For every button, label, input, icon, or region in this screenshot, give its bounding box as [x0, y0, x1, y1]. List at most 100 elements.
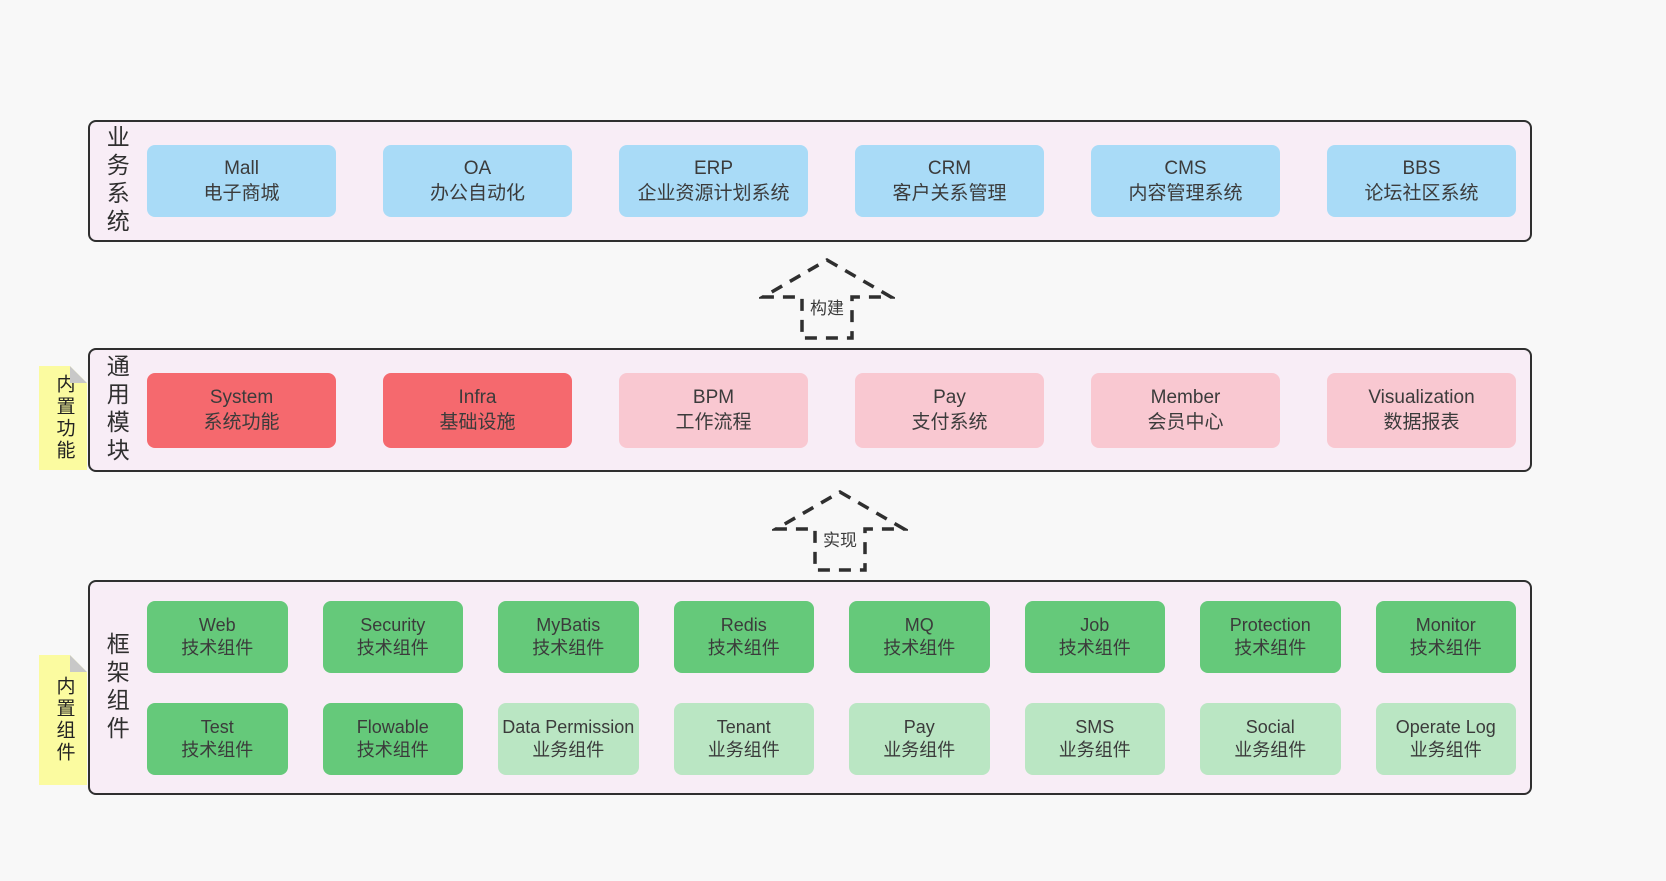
arrow-implement: 实现 [772, 489, 908, 573]
sticky-note-text: 内置功能 [53, 374, 75, 462]
box-title: Tenant [716, 717, 771, 737]
box-title: Test [200, 717, 234, 737]
box-subtitle: 技术组件 [1409, 637, 1482, 658]
module-box-oa: OA 办公自动化 [383, 145, 572, 217]
arrow-implement-label: 实现 [823, 531, 857, 550]
box-title: OA [463, 157, 492, 179]
box-subtitle: 企业资源计划系统 [637, 183, 790, 204]
box-subtitle: 技术组件 [181, 637, 254, 658]
box-title: Protection [1229, 615, 1311, 635]
box-title: Pay [933, 386, 966, 408]
sticky-note-text: 内置组件 [53, 676, 75, 764]
module-box-crm: CRM 客户关系管理 [855, 145, 1044, 217]
box-subtitle: 业务组件 [707, 739, 780, 760]
up-arrow-shape [759, 257, 895, 340]
box-subtitle: 技术组件 [1234, 637, 1307, 658]
box-subtitle: 业务组件 [1409, 739, 1482, 760]
folded-corner-icon [70, 655, 87, 672]
up-arrow-icon: 实现 [772, 489, 908, 572]
box-subtitle: 业务组件 [883, 739, 956, 760]
module-box-system: System 系统功能 [147, 372, 336, 448]
box-title: Security [360, 615, 426, 635]
box-subtitle: 内容管理系统 [1128, 183, 1243, 204]
box-subtitle: 技术组件 [707, 637, 780, 658]
box-subtitle: 论坛社区系统 [1364, 183, 1479, 204]
box-title: Social [1245, 717, 1295, 737]
module-box-pay: Pay 支付系统 [855, 372, 1044, 448]
box-title: Pay [903, 717, 935, 737]
module-box-mall: Mall 电子商城 [147, 145, 336, 217]
box-subtitle: 工作流程 [675, 412, 752, 433]
box-title: CRM [927, 157, 972, 179]
box-subtitle: 技术组件 [356, 637, 429, 658]
box-subtitle: 业务组件 [532, 739, 605, 760]
sticky-note-builtin-components: 内置组件 [39, 655, 87, 785]
box-title: Web [198, 615, 236, 635]
common-modules-boxes: System 系统功能 Infra 基础设施 BPM 工作流程 Pay 支付系统 Member 会… [147, 350, 1516, 470]
box-title: Monitor [1415, 615, 1476, 635]
box-subtitle: 电子商城 [203, 183, 280, 204]
box-subtitle: 办公自动化 [429, 183, 525, 204]
box-title: Mall [224, 157, 259, 179]
box-title: Data Permission [502, 717, 635, 737]
box-title: Member [1150, 386, 1221, 408]
box-title: System [209, 386, 274, 408]
box-subtitle: 技术组件 [532, 637, 605, 658]
layer-label-framework-components: 框架组件 [103, 631, 130, 744]
box-subtitle: 支付系统 [911, 412, 988, 433]
box-title: ERP [693, 157, 734, 179]
box-subtitle: 技术组件 [1058, 637, 1131, 658]
box-title: MyBatis [536, 615, 601, 635]
box-row: System 系统功能 Infra 基础设施 BPM 工作流程 Pay 支付系统 Member 会… [147, 372, 1516, 448]
box-subtitle: 业务组件 [1058, 739, 1131, 760]
module-box-member: Member 会员中心 [1091, 372, 1280, 448]
box-subtitle: 业务组件 [1234, 739, 1307, 760]
arrow-label-background [817, 526, 863, 552]
folded-corner-icon [70, 366, 87, 383]
box-title: SMS [1075, 717, 1115, 737]
arrow-build-label: 构建 [810, 299, 844, 318]
box-title: Operate Log [1395, 717, 1496, 737]
box-subtitle: 基础设施 [439, 412, 516, 433]
box-title: BPM [692, 386, 735, 408]
box-subtitle: 客户关系管理 [892, 183, 1007, 204]
box-subtitle: 会员中心 [1147, 412, 1224, 433]
box-title: Visualization [1368, 386, 1475, 408]
module-box-erp: ERP 企业资源计划系统 [619, 145, 808, 217]
box-title: Job [1080, 615, 1110, 635]
box-subtitle: 技术组件 [356, 739, 429, 760]
arrow-label-background [804, 294, 850, 320]
box-title: Redis [720, 615, 767, 635]
layer-label-business-systems: 业务系统 [103, 125, 130, 237]
up-arrow-icon: 构建 [759, 257, 895, 340]
box-subtitle: 系统功能 [203, 412, 280, 433]
layer-label-common-modules: 通用模块 [103, 354, 130, 466]
box-subtitle: 技术组件 [883, 637, 956, 658]
arrow-build: 构建 [759, 257, 895, 341]
box-title: Infra [458, 386, 497, 408]
box-title: Flowable [356, 717, 429, 737]
module-box-bpm: BPM 工作流程 [619, 372, 808, 448]
sticky-note-builtin-features: 内置功能 [39, 366, 87, 470]
